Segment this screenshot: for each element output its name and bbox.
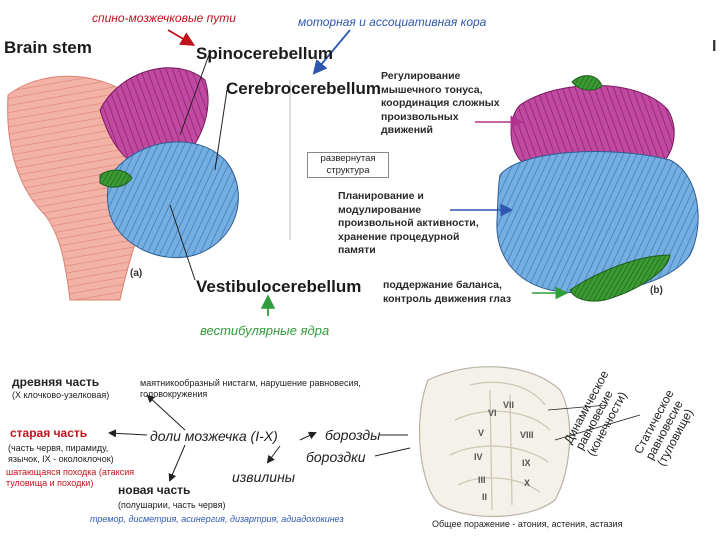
general-lesion-text: Общее поражение - атония, астения, астаз… — [432, 519, 623, 529]
spinal-paths-label: спино-мозжечковые пути — [92, 11, 236, 25]
vestibulocerebellum-label: Vestibulocerebellum — [196, 277, 362, 296]
cerebellum-cross-section — [418, 366, 571, 518]
fissures-label: борозды — [325, 427, 381, 443]
lobule-number: IV — [474, 452, 483, 462]
spinal-paths-arrow — [167, 29, 196, 46]
lobule-number: VII — [503, 400, 515, 410]
new-symptoms: тремор, дисметрия, асинергия, дизартрия,… — [90, 514, 344, 524]
balance-note: поддержание баланса, контроль движения г… — [383, 279, 511, 306]
old-part-arrow — [108, 429, 148, 438]
old-part-sub: (часть червя, пирамиду, язычок, IX - око… — [8, 443, 114, 465]
ancient-symptom-line: головокружения — [140, 389, 208, 399]
edge-char: I — [712, 38, 717, 55]
spinocerebellum-label: Spinocerebellum — [196, 44, 333, 63]
unfolded-line: развернутая — [320, 153, 376, 164]
lobule-number: VI — [488, 408, 497, 418]
new-part-label: новая часть — [118, 483, 191, 497]
regulation-line: движений — [381, 124, 433, 136]
lobule-number: II — [482, 492, 488, 502]
cerebro-pointer — [214, 89, 228, 171]
ancient-part-sub: (Х клочково-узелковая) — [12, 390, 110, 400]
fissures-arrow — [299, 431, 317, 441]
lobule-number: V — [478, 428, 485, 438]
cerebellum-sagittal-illustration — [99, 67, 239, 259]
new-part-arrow — [168, 444, 186, 482]
lobule-number: X — [524, 478, 531, 488]
lobule-number: IX — [522, 458, 531, 468]
planning-note: Планирование и модулирование произвольно… — [338, 190, 479, 258]
motor-cortex-arrow — [312, 29, 351, 75]
gyri-arrow — [266, 445, 281, 464]
lobule-number: VIII — [520, 430, 534, 440]
planning-line: произвольной активности, — [338, 217, 479, 229]
cerebellum-posterior-illustration — [496, 75, 699, 302]
old-part-label: старая часть — [10, 426, 88, 440]
planning-line: Планирование и — [338, 190, 424, 202]
dynamic-pointer — [547, 404, 609, 411]
figure-b-label: (b) — [650, 285, 663, 296]
new-part-sub: (полушарии, часть червя) — [118, 500, 226, 510]
unfolded-line: структура — [326, 165, 370, 176]
unfolded-structure-box: развернутая структура — [307, 152, 389, 178]
ancient-part-arrow — [146, 394, 186, 431]
planning-line: модулирование — [338, 203, 422, 216]
regulation-note: Регулирование мышечного тонуса, координа… — [381, 70, 500, 138]
planning-line: хранение процедурной — [338, 230, 460, 243]
old-symptoms: шатающаяся походка (атаксия туловища и п… — [6, 467, 134, 489]
sulci-pointer — [374, 447, 411, 457]
balance-line: поддержание баланса, — [383, 279, 502, 291]
balance-line: контроль движения глаз — [383, 292, 512, 305]
motor-cortex-label: моторная и ассоциативная кора — [298, 15, 487, 29]
ancient-symptoms: маятникообразный нистагм, нарушение равн… — [140, 378, 361, 400]
lobes-label: доли мозжечка (I-X) — [150, 428, 278, 444]
vestibulo-pointer — [169, 204, 196, 281]
gyri-label: извилины — [232, 469, 296, 485]
ancient-part-label: древняя часть — [12, 375, 100, 389]
regulation-line: Регулирование — [381, 70, 461, 82]
vestibular-nuclei-label: вестибулярные ядра — [200, 323, 330, 338]
figure-a-label: (a) — [130, 268, 143, 279]
regulation-line: мышечного тонуса, — [381, 83, 483, 96]
regulation-line: произвольных — [381, 110, 459, 123]
regulation-line: координация сложных — [381, 97, 500, 109]
brain-stem-label: Brain stem — [4, 38, 92, 57]
sulci-label: бороздки — [306, 449, 366, 465]
ancient-symptom-line: маятникообразный нистагм, нарушение равн… — [140, 378, 361, 388]
planning-line: памяти — [338, 244, 376, 256]
old-sub-line: язычок, IX - околоклочок) — [8, 454, 114, 464]
lobule-number: III — [478, 475, 486, 485]
old-symptom-line: туловища и походки) — [6, 478, 94, 488]
spino-pointer — [179, 51, 211, 136]
old-sub-line: (часть червя, пирамиду, — [8, 443, 109, 453]
cerebrocerebellum-label: Cerebrocerebellum — [226, 79, 381, 98]
old-symptom-line: шатающаяся походка (атаксия — [6, 467, 135, 477]
static-pointer — [554, 414, 641, 441]
